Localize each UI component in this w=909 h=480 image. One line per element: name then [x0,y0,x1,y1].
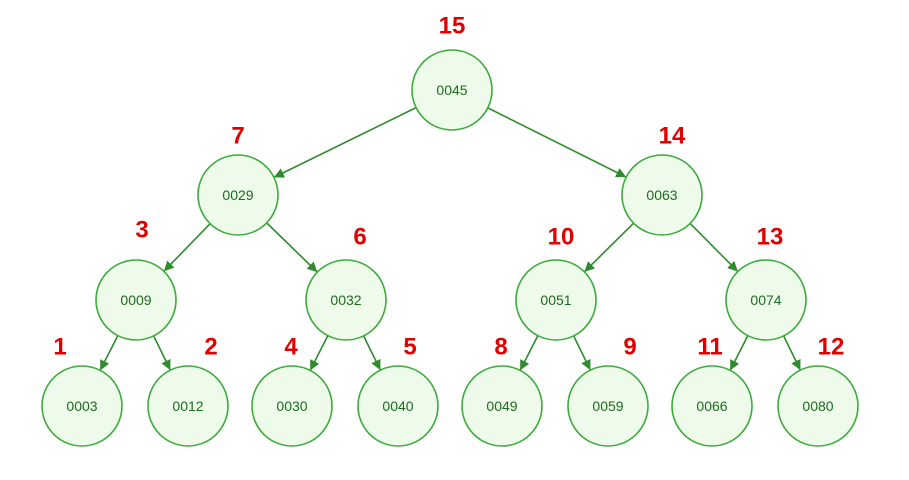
order-number-0040: 5 [403,334,416,361]
order-number-0045: 15 [439,13,466,40]
node-label: 0030 [276,398,307,414]
node-circle [251,365,333,447]
node-label: 0009 [120,292,151,308]
node-label: 0059 [592,398,623,414]
node-circle [777,365,859,447]
node-label: 0029 [222,187,253,203]
node-circle [95,259,177,341]
order-number-0009: 3 [135,217,148,244]
node-label: 0063 [646,187,677,203]
edge-0029-to-0009 [163,223,211,272]
tree-node-0029: 0029 [197,154,279,236]
order-number-0051: 10 [548,224,575,251]
edge-0032-to-0030 [309,335,329,371]
order-number-0049: 8 [494,334,507,361]
tree-node-0030: 0030 [251,365,333,447]
tree-node-0045: 0045 [411,49,493,131]
node-circle [671,365,753,447]
node-circle [567,365,649,447]
order-number-0012: 2 [204,334,217,361]
node-circle [147,365,229,447]
node-label: 0003 [66,398,97,414]
tree-node-0066: 0066 [671,365,753,447]
node-circle [461,365,543,447]
tree-node-0040: 0040 [357,365,439,447]
node-label: 0066 [696,398,727,414]
order-number-0066: 11 [697,334,722,361]
edge-0074-to-0066 [729,335,749,371]
node-label: 0040 [382,398,413,414]
node-circle [725,259,807,341]
node-label: 0045 [436,82,467,98]
edge-0045-to-0063 [487,107,627,178]
tree-node-0074: 0074 [725,259,807,341]
tree-node-0080: 0080 [777,365,859,447]
node-label: 0049 [486,398,517,414]
node-circle [515,259,597,341]
edge-0051-to-0059 [572,335,592,371]
tree-node-0003: 0003 [41,365,123,447]
tree-node-0009: 0009 [95,259,177,341]
order-number-0030: 4 [284,334,298,361]
node-circle [41,365,123,447]
tree-node-0032: 0032 [305,259,387,341]
node-label: 0032 [330,292,361,308]
node-circle [411,49,493,131]
tree-nodes: 0045 0029 0063 0009 0032 0051 0074 0003 0012 0030… [41,49,859,447]
order-number-0029: 7 [231,123,244,150]
node-label: 0080 [802,398,833,414]
edge-0032-to-0040 [362,335,382,371]
edge-0051-to-0049 [519,335,539,371]
edge-0063-to-0074 [689,222,739,273]
edge-0009-to-0003 [99,335,119,371]
tree-node-0051: 0051 [515,259,597,341]
order-number-0080: 12 [818,334,845,361]
tree-node-0012: 0012 [147,365,229,447]
order-number-0032: 6 [353,224,366,251]
node-label: 0012 [172,398,203,414]
order-number-0074: 13 [757,224,784,251]
order-number-0003: 1 [53,334,66,361]
node-label: 0074 [750,292,781,308]
tree-node-0063: 0063 [621,154,703,236]
edge-0029-to-0032 [266,222,318,273]
order-number-0059: 9 [623,334,636,361]
node-circle [197,154,279,236]
order-number-0063: 14 [659,123,686,150]
edge-0045-to-0029 [273,106,417,179]
node-circle [357,365,439,447]
edge-0074-to-0080 [782,335,802,371]
tree-node-0049: 0049 [461,365,543,447]
edge-0009-to-0012 [152,335,172,371]
node-label: 0051 [540,292,571,308]
node-circle [621,154,703,236]
tree-node-0059: 0059 [567,365,649,447]
edge-0063-to-0051 [583,222,635,273]
tree-edges [99,106,802,371]
node-circle [305,259,387,341]
